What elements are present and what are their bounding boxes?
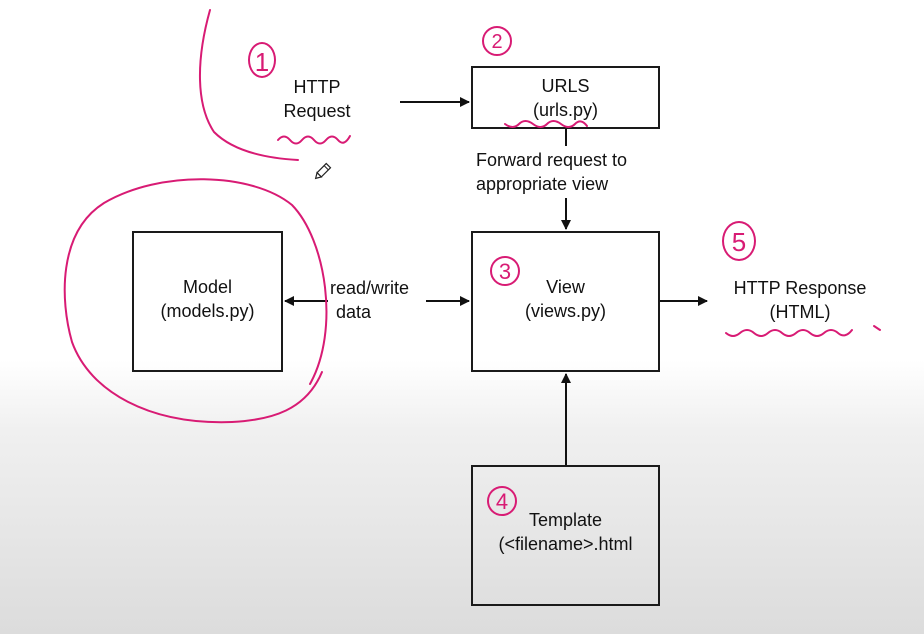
- request-bracket-curve: [199, 9, 299, 161]
- urls-label: URLS (urls.py): [471, 74, 660, 122]
- http-request-line1: HTTP: [293, 77, 341, 97]
- http-response-line1: HTTP Response: [733, 278, 867, 298]
- urls-box: [471, 66, 660, 129]
- template-box: [471, 465, 660, 606]
- forward-line2: appropriate view: [476, 174, 609, 194]
- model-circle: [63, 178, 328, 424]
- view-box: [471, 231, 660, 372]
- template-file: (<filename>.html: [498, 534, 633, 554]
- step-1-number: 1: [248, 42, 276, 78]
- view-label: View (views.py): [471, 275, 660, 323]
- http-request-line2: Request: [283, 101, 351, 121]
- http-response-label: HTTP Response (HTML): [712, 276, 888, 324]
- request-underline: [277, 135, 351, 145]
- model-box: [132, 231, 283, 372]
- pencil-icon: [312, 162, 332, 182]
- read-write-line2: data: [336, 302, 372, 322]
- view-title: View: [546, 277, 585, 297]
- urls-title: URLS: [541, 76, 590, 96]
- template-title: Template: [528, 510, 603, 530]
- step-5-number: 5: [722, 221, 756, 261]
- response-underline-tail: [873, 325, 881, 331]
- step-4-number: 4: [487, 486, 517, 516]
- http-request-label: HTTP Request: [262, 75, 372, 123]
- read-write-label: read/write data: [330, 276, 430, 324]
- forward-line1: Forward request to: [476, 150, 628, 170]
- step-3-number: 3: [490, 256, 520, 286]
- urls-file: (urls.py): [532, 100, 598, 120]
- read-write-line1: read/write: [330, 278, 410, 298]
- forward-label: Forward request to appropriate view: [470, 148, 668, 196]
- step-2-number: 2: [482, 26, 512, 56]
- template-label: Template (<filename>.html: [471, 508, 660, 556]
- model-file: (models.py): [160, 301, 255, 321]
- model-label: Model (models.py): [132, 275, 283, 323]
- model-title: Model: [182, 277, 233, 297]
- http-response-line2: (HTML): [769, 302, 831, 322]
- response-underline: [725, 329, 853, 337]
- view-file: (views.py): [524, 301, 606, 321]
- urls-underline: [504, 120, 588, 128]
